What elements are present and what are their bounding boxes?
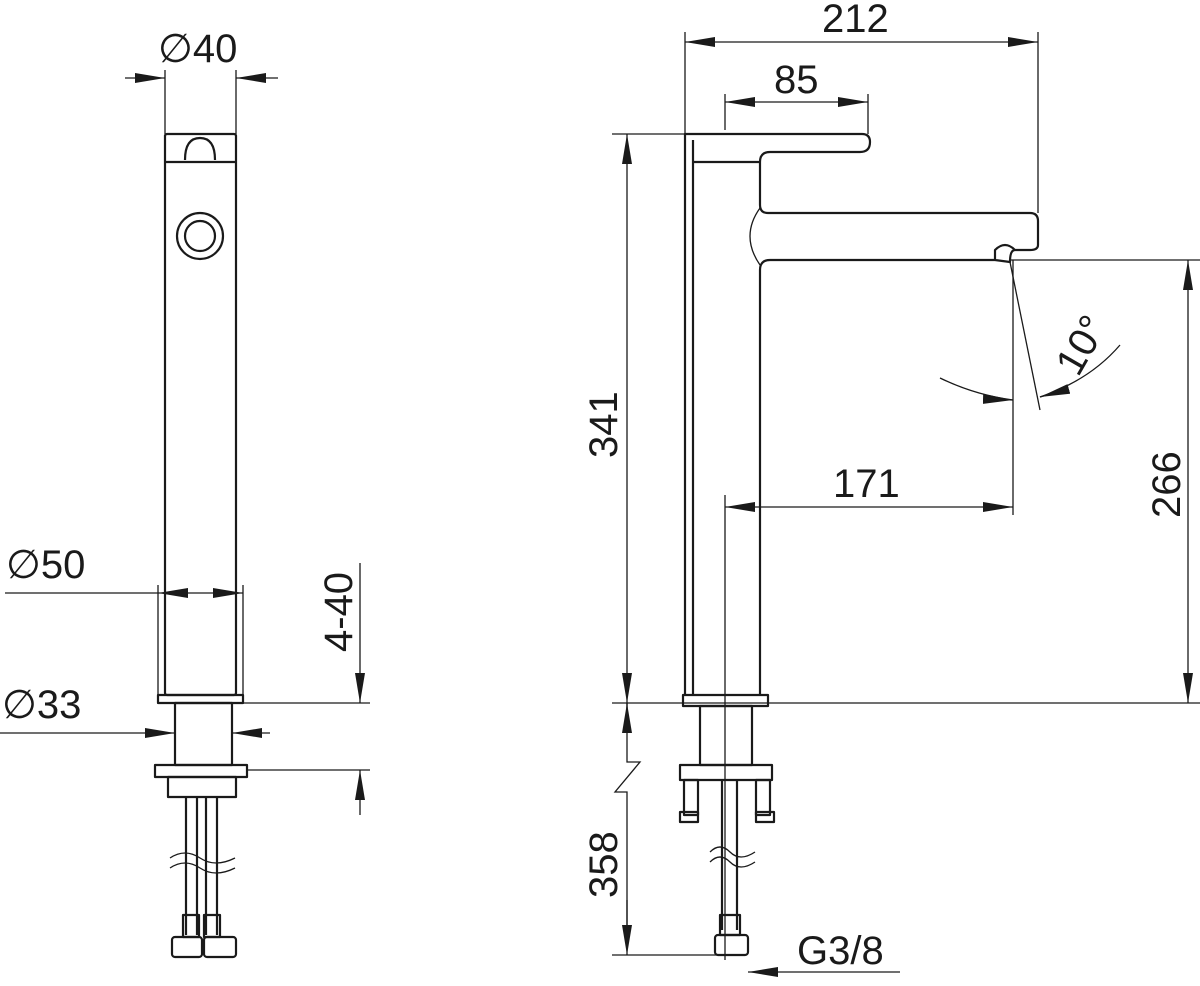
dim-top-diameter: ∅40 [158,27,237,71]
dim-handle-length: 85 [774,58,819,102]
dim-height: 341 [582,391,626,458]
dim-deck-thickness: 4-40 [317,572,361,652]
side-view-faucet [678,132,1040,957]
side-view-dimensions: 212 85 341 266 10° 171 358 G3/8 [582,0,1200,977]
dim-shank-diameter: ∅33 [2,683,81,727]
front-view-faucet [153,132,249,959]
handle-knob-icon [175,211,225,261]
dim-body-diameter: ∅50 [6,543,85,587]
dim-spout-angle: 10° [1048,308,1116,382]
dim-spout-reach: 171 [833,462,900,506]
dim-total-reach: 212 [822,0,889,41]
dim-hose-length: 358 [582,831,626,898]
dim-spout-height: 266 [1145,451,1189,518]
dim-connection-thread: G3/8 [797,929,884,973]
front-view-dimensions: ∅40 ∅50 ∅33 4-40 [0,27,370,815]
